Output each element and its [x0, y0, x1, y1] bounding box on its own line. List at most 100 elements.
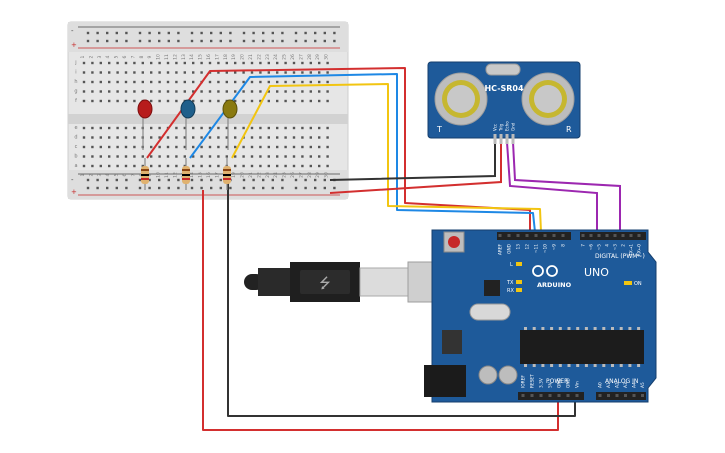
- breadboard-hole[interactable]: [242, 61, 245, 65]
- breadboard-hole[interactable]: [267, 71, 270, 74]
- rail-hole[interactable]: [304, 186, 307, 190]
- breadboard-hole[interactable]: [309, 136, 312, 139]
- breadboard-hole[interactable]: [192, 164, 195, 168]
- breadboard-hole[interactable]: [141, 164, 144, 168]
- rail-hole[interactable]: [86, 186, 90, 190]
- breadboard-hole[interactable]: [166, 90, 170, 93]
- breadboard-hole[interactable]: [276, 145, 279, 149]
- wire-red-5v[interactable]: [202, 190, 559, 431]
- rail-hole[interactable]: [219, 39, 222, 43]
- breadboard-hole[interactable]: [158, 164, 161, 168]
- rail-hole[interactable]: [96, 31, 99, 35]
- breadboard-hole[interactable]: [259, 90, 262, 93]
- breadboard-hole[interactable]: [234, 71, 237, 74]
- breadboard-hole[interactable]: [309, 145, 312, 149]
- wire-purple-trig[interactable]: [506, 141, 598, 232]
- breadboard-hole[interactable]: [158, 155, 161, 158]
- breadboard-hole[interactable]: [234, 136, 237, 139]
- breadboard-hole[interactable]: [242, 145, 245, 149]
- breadboard-hole[interactable]: [208, 80, 212, 84]
- power-pin-socket[interactable]: [557, 394, 561, 397]
- breadboard-hole[interactable]: [225, 145, 228, 149]
- led-red[interactable]: [137, 99, 153, 150]
- breadboard-hole[interactable]: [166, 71, 170, 74]
- rail-hole[interactable]: [262, 39, 265, 43]
- breadboard-hole[interactable]: [116, 136, 119, 139]
- rail-hole[interactable]: [323, 39, 326, 43]
- breadboard-hole[interactable]: [292, 61, 296, 65]
- breadboard-hole[interactable]: [309, 126, 312, 130]
- breadboard-hole[interactable]: [124, 99, 128, 103]
- breadboard-hole[interactable]: [217, 155, 220, 158]
- breadboard-hole[interactable]: [91, 136, 94, 139]
- rail-hole[interactable]: [158, 31, 161, 35]
- breadboard-hole[interactable]: [116, 155, 119, 158]
- rail-hole[interactable]: [219, 31, 222, 35]
- breadboard-hole[interactable]: [150, 90, 153, 93]
- breadboard-hole[interactable]: [99, 164, 102, 168]
- rail-hole[interactable]: [167, 39, 170, 43]
- breadboard-hole[interactable]: [284, 71, 287, 74]
- rail-hole[interactable]: [86, 178, 90, 182]
- digital-pin-socket[interactable]: [637, 234, 641, 237]
- breadboard-hole[interactable]: [284, 136, 287, 139]
- breadboard-hole[interactable]: [326, 71, 329, 74]
- breadboard-hole[interactable]: [183, 164, 186, 168]
- resistor-3[interactable]: [223, 158, 231, 190]
- rail-hole[interactable]: [294, 186, 298, 190]
- analog-pin-socket[interactable]: [615, 394, 619, 397]
- resistor-2[interactable]: [182, 158, 190, 190]
- rail-hole[interactable]: [200, 186, 203, 190]
- breadboard-hole[interactable]: [309, 71, 312, 74]
- breadboard-hole[interactable]: [318, 99, 321, 103]
- breadboard-hole[interactable]: [91, 145, 94, 149]
- breadboard-hole[interactable]: [91, 126, 94, 130]
- digital-pin-socket[interactable]: [629, 234, 633, 237]
- resistor-1[interactable]: [141, 158, 149, 190]
- breadboard-hole[interactable]: [284, 90, 287, 93]
- breadboard-hole[interactable]: [234, 99, 237, 103]
- breadboard-hole[interactable]: [318, 126, 321, 130]
- rail-hole[interactable]: [210, 39, 213, 43]
- breadboard-hole[interactable]: [217, 90, 220, 93]
- breadboard-hole[interactable]: [133, 71, 136, 74]
- breadboard-hole[interactable]: [82, 71, 86, 74]
- rail-hole[interactable]: [314, 186, 317, 190]
- breadboard-hole[interactable]: [292, 71, 296, 74]
- breadboard-hole[interactable]: [91, 71, 94, 74]
- breadboard-hole[interactable]: [99, 136, 102, 139]
- breadboard-hole[interactable]: [158, 136, 161, 139]
- rail-hole[interactable]: [177, 39, 180, 43]
- breadboard-hole[interactable]: [166, 145, 170, 149]
- breadboard-hole[interactable]: [116, 126, 119, 130]
- breadboard-hole[interactable]: [99, 61, 102, 65]
- breadboard-hole[interactable]: [318, 164, 321, 168]
- breadboard-hole[interactable]: [250, 136, 254, 139]
- breadboard-hole[interactable]: [208, 164, 212, 168]
- rail-hole[interactable]: [294, 178, 298, 182]
- breadboard-hole[interactable]: [108, 90, 111, 93]
- breadboard-hole[interactable]: [259, 99, 262, 103]
- breadboard-hole[interactable]: [267, 136, 270, 139]
- rail-hole[interactable]: [190, 178, 194, 182]
- wire-purple-echo[interactable]: [512, 141, 621, 232]
- rail-hole[interactable]: [148, 186, 151, 190]
- breadboard-hole[interactable]: [250, 145, 254, 149]
- rail-hole[interactable]: [177, 31, 180, 35]
- breadboard-hole[interactable]: [276, 136, 279, 139]
- rail-hole[interactable]: [167, 186, 170, 190]
- breadboard-hole[interactable]: [82, 90, 86, 93]
- breadboard-hole[interactable]: [166, 155, 170, 158]
- rail-hole[interactable]: [125, 31, 128, 35]
- breadboard-hole[interactable]: [99, 155, 102, 158]
- breadboard-hole[interactable]: [91, 155, 94, 158]
- breadboard-hole[interactable]: [326, 155, 329, 158]
- breadboard-hole[interactable]: [225, 80, 228, 84]
- rail-hole[interactable]: [115, 39, 118, 43]
- digital-pin-socket[interactable]: [525, 234, 529, 237]
- breadboard-hole[interactable]: [242, 71, 245, 74]
- breadboard-hole[interactable]: [192, 80, 195, 84]
- breadboard-hole[interactable]: [292, 145, 296, 149]
- breadboard-hole[interactable]: [158, 126, 161, 130]
